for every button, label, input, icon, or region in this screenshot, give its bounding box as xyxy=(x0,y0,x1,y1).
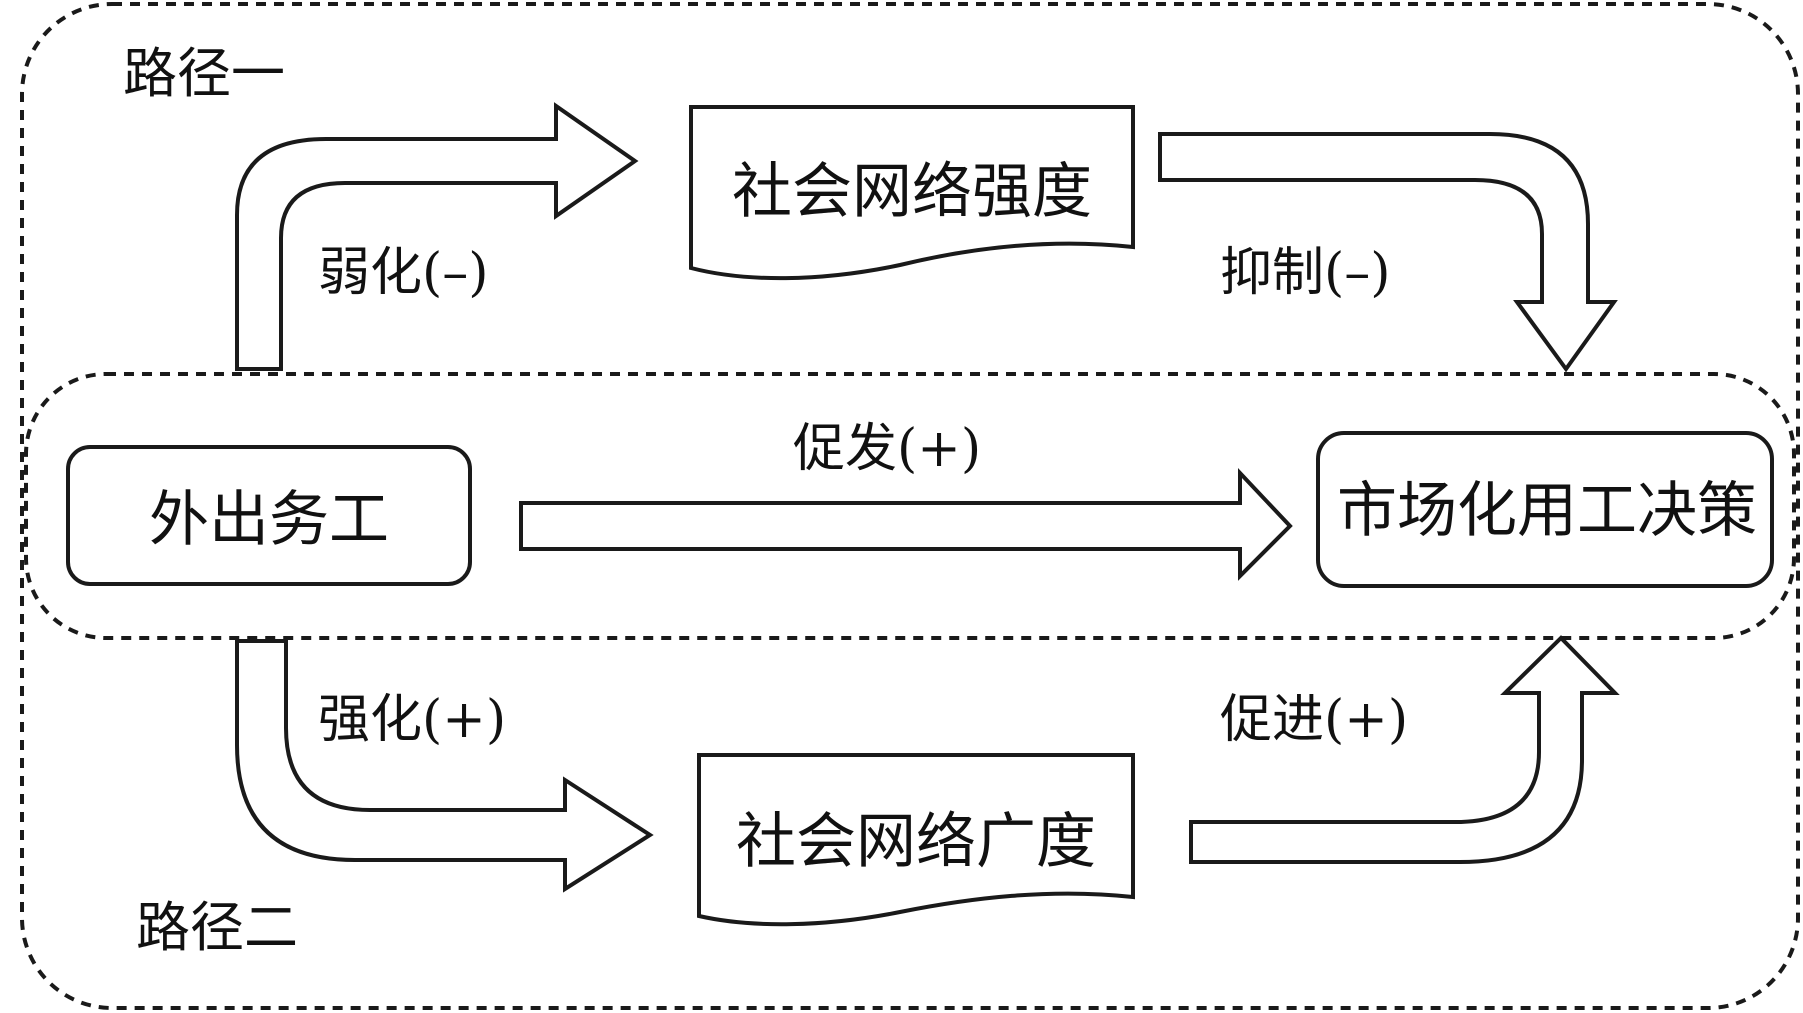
promote-arrow xyxy=(1189,635,1620,864)
network-breadth-label: 社会网络广度 xyxy=(736,807,1096,877)
weaken-arrow xyxy=(235,102,639,371)
market-decision-box xyxy=(1316,431,1774,588)
outer-dashed-frame xyxy=(20,2,1800,1010)
strengthen-label: 强化(+) xyxy=(318,690,506,750)
weaken-label: 弱化(–) xyxy=(318,243,489,303)
middle-dashed-band xyxy=(24,372,1796,640)
strengthen-arrow xyxy=(235,639,654,893)
network-strength-label: 社会网络强度 xyxy=(732,157,1092,227)
path-one-label: 路径一 xyxy=(123,42,285,105)
suppress-label: 抑制(–) xyxy=(1220,243,1391,303)
trigger-arrow xyxy=(519,467,1293,581)
network-breadth-box xyxy=(697,753,1135,927)
promote-label: 促进(+) xyxy=(1220,690,1408,750)
network-strength-box xyxy=(689,105,1135,281)
path-two-label: 路径二 xyxy=(136,896,298,959)
trigger-label: 促发(+) xyxy=(793,419,981,479)
suppress-arrow xyxy=(1158,132,1618,373)
migrant-work-box xyxy=(66,445,472,586)
market-decision-label: 市场化用工决策 xyxy=(1337,476,1757,546)
migrant-work-label: 外出务工 xyxy=(149,485,389,555)
